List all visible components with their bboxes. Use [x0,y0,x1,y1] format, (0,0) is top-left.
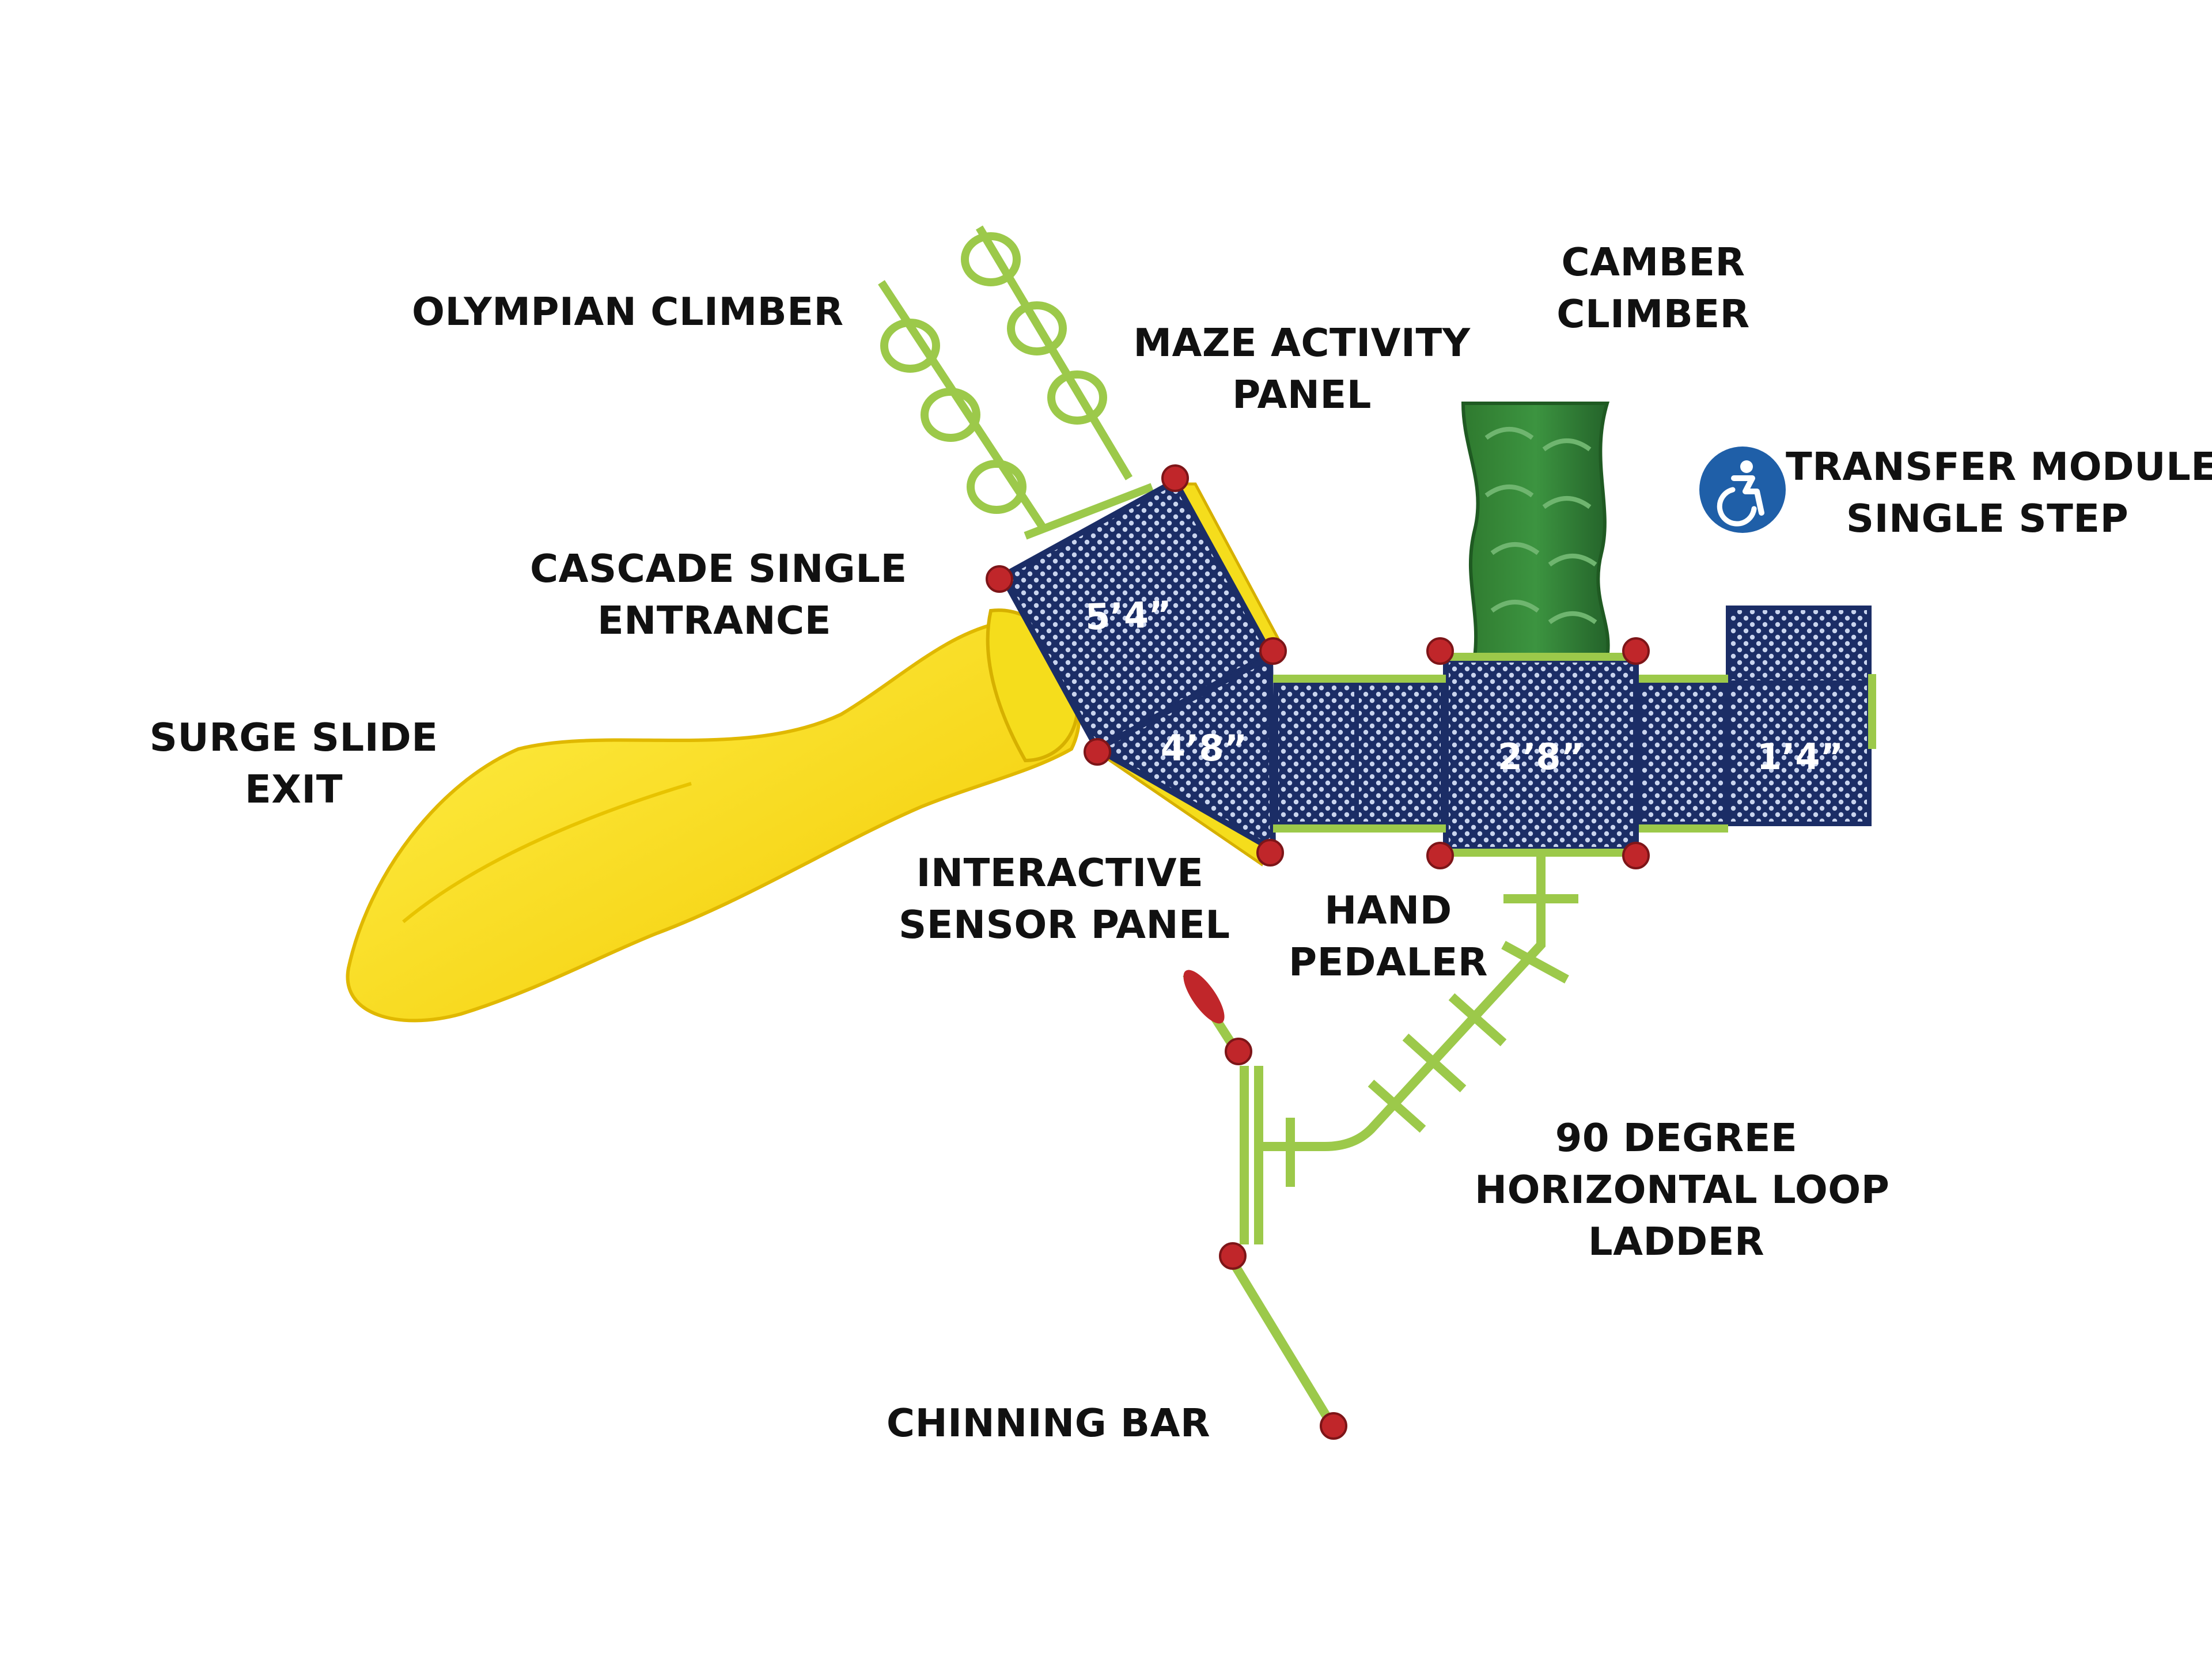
label-olympian-climber: OLYMPIAN CLIMBER [412,286,844,338]
label-chinning-bar: CHINNING BAR [876,1397,1221,1449]
deck-5-4: 5’4” [998,477,1274,753]
deck-height-4-8: 4’8” [1161,727,1248,769]
deck-height-2-8: 2’8” [1498,736,1585,778]
accessibility-badge [1699,447,1786,533]
horizontal-loop-ladder [1240,853,1578,1244]
label-hand-pedaler: HAND PEDALER [1289,888,1488,985]
label-cascade-single-entrance: CASCADE SINGLE ENTRANCE [530,546,907,643]
surge-slide [346,608,1081,1023]
label-maze-activity-panel: MAZE ACTIVITY PANEL [1133,320,1471,417]
clamps [986,464,1650,1440]
label-chinning-bar-line1: CHINNING BAR [886,1401,1211,1446]
label-surge-slide-exit: SURGE SLIDE EXIT [149,715,438,812]
label-olympian-climber-line1: OLYMPIAN CLIMBER [412,289,844,334]
label-interactive-sensor-panel: INTERACTIVE SENSOR PANEL [899,850,1230,947]
camber-climber [1461,402,1610,659]
label-horizontal-loop-ladder: 90 DEGREE HORIZONTAL LOOP LADDER [1475,1115,1890,1264]
deck-height-5-4: 5’4” [1085,593,1173,638]
label-transfer-module: TRANSFER MODULE SINGLE STEP [1786,444,2212,541]
deck-height-1-4: 1’4” [1757,736,1844,778]
hand-pedaler-stand [1183,970,1225,1024]
label-camber-climber: CAMBER CLIMBER [1556,240,1750,336]
wheelchair-accessibility-icon [1717,460,1764,527]
deck-4-8: 4’8” [1091,652,1277,855]
